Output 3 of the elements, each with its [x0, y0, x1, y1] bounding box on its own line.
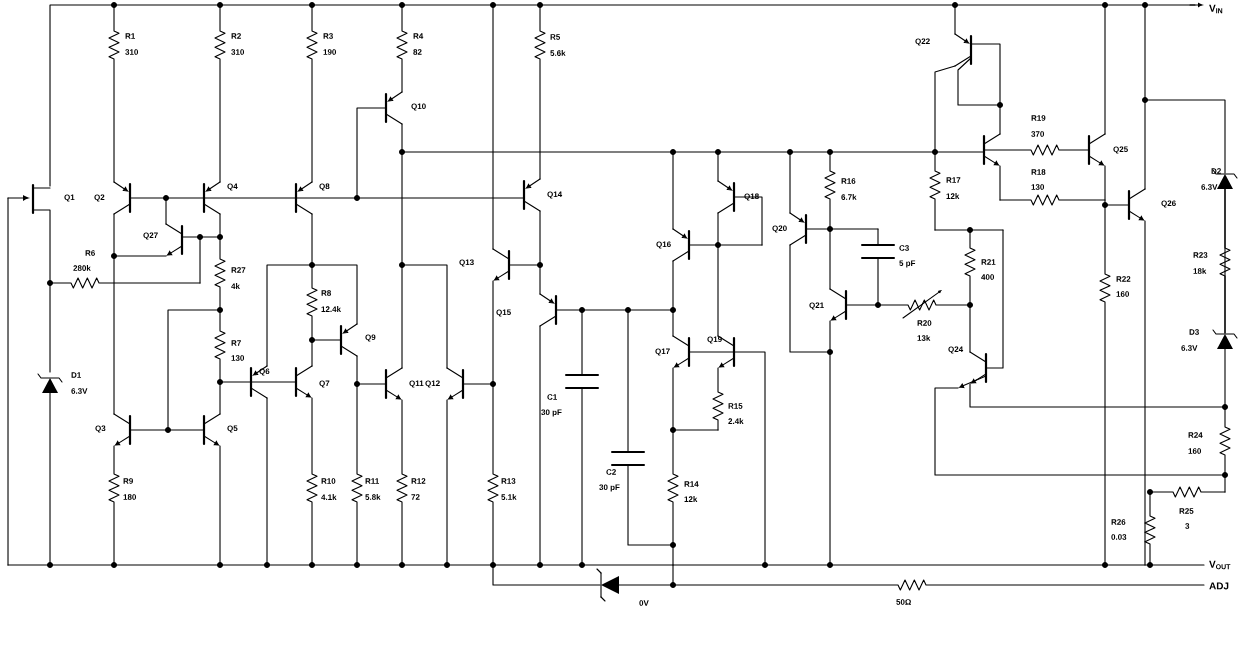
terminal-label: V$_{OUT}$ — [1209, 560, 1231, 570]
terminal-label: V$_{IN}$ — [1209, 4, 1223, 14]
terminal-label: ADJ — [1209, 582, 1229, 590]
